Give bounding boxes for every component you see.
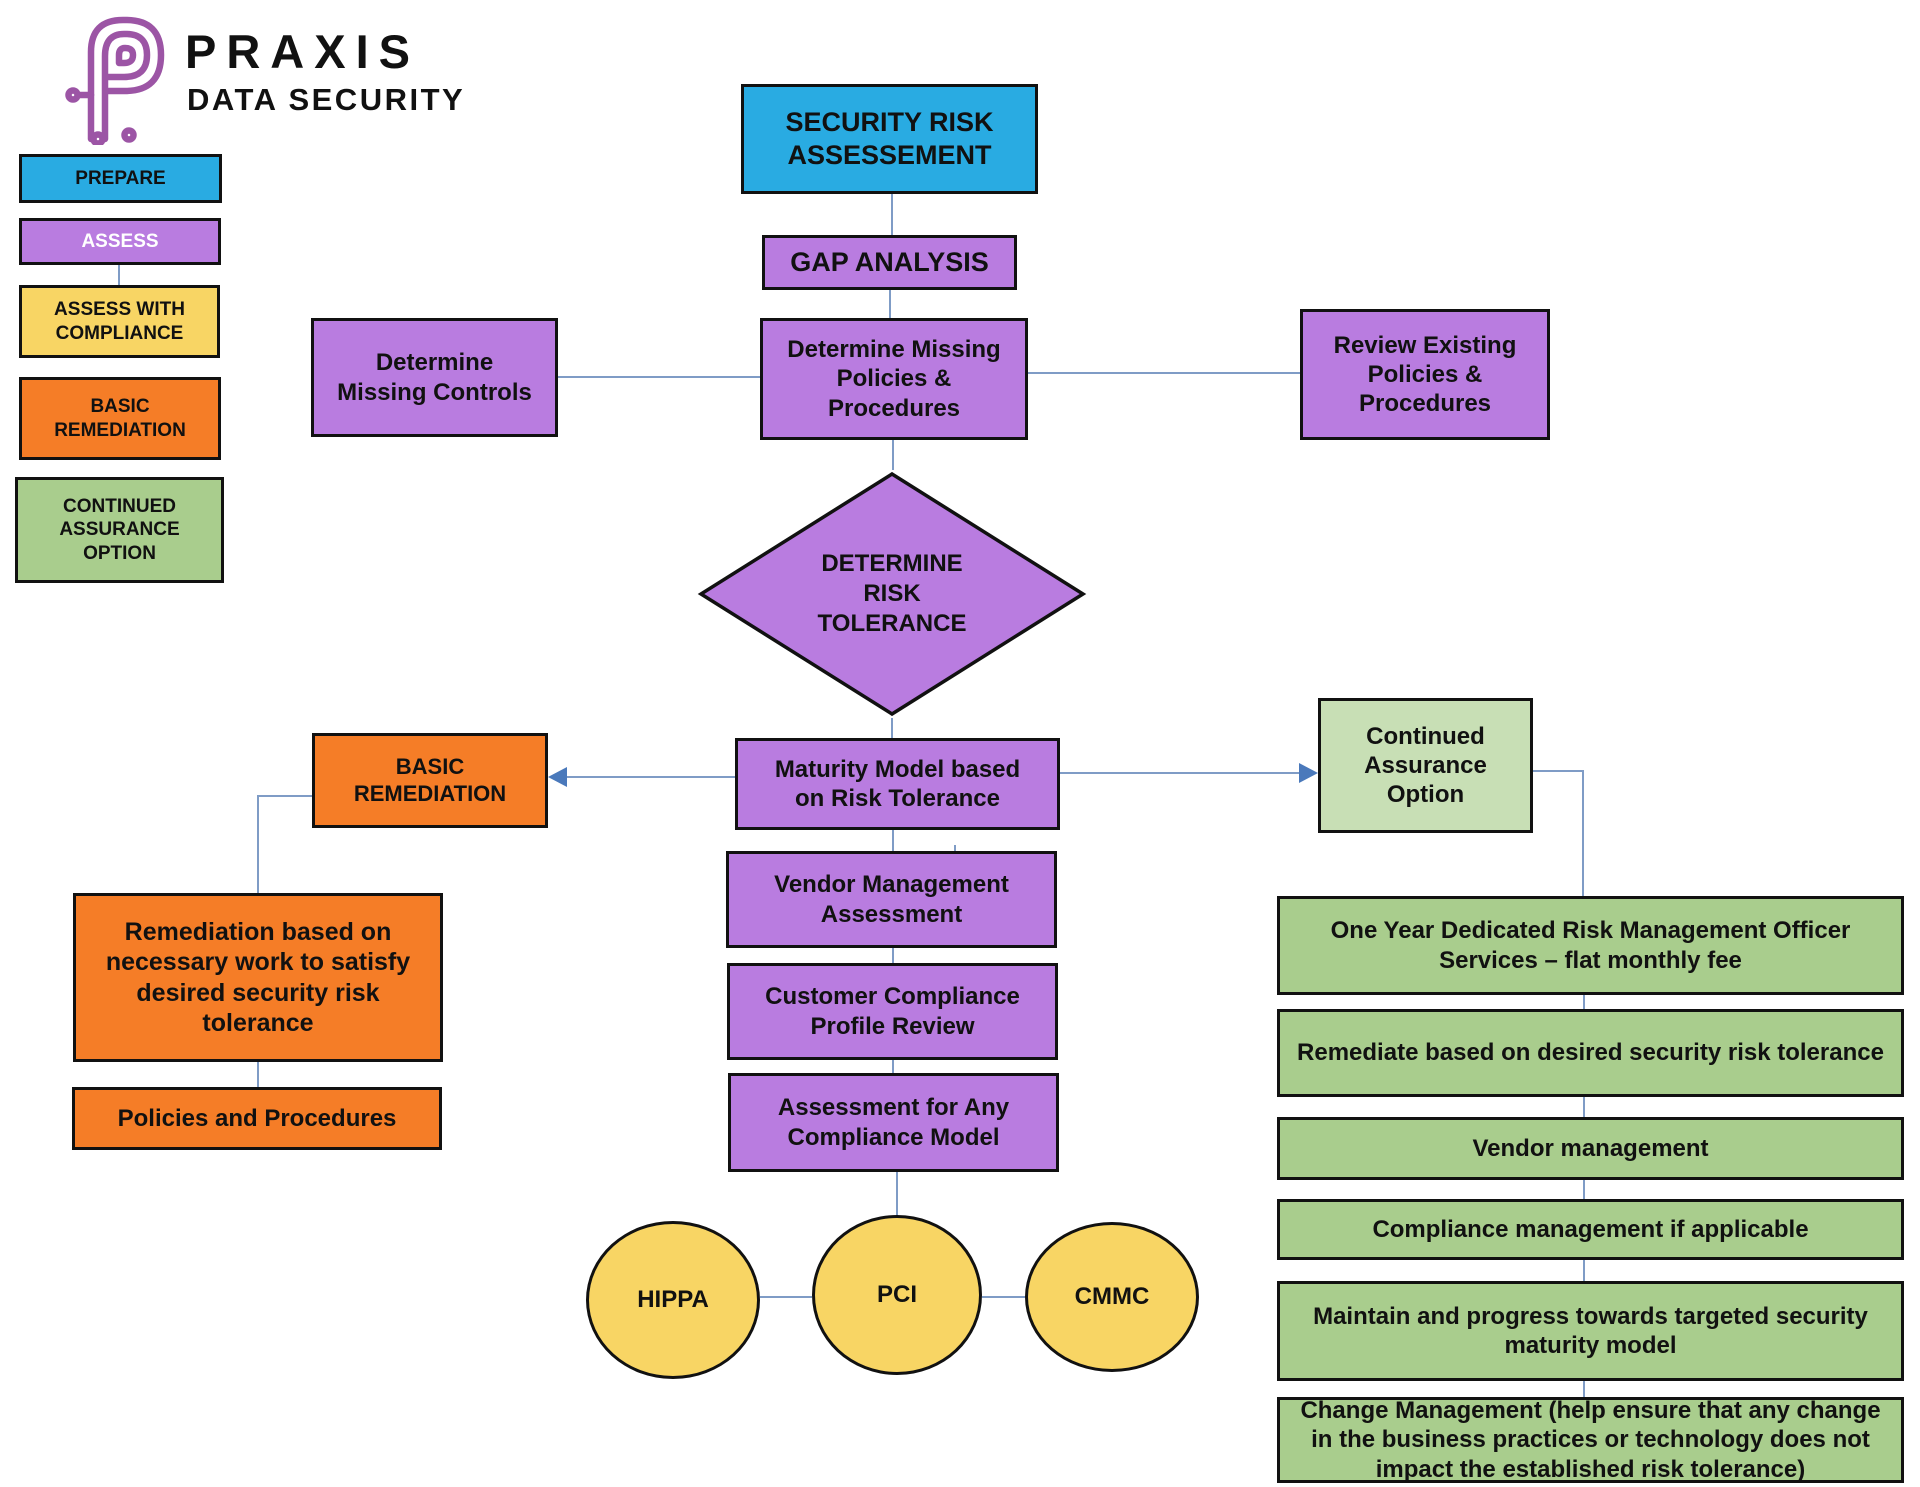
legend-assess-with-compliance: ASSESS WITH COMPLIANCE <box>19 285 220 358</box>
connector-ccp-afa <box>892 1060 894 1073</box>
diamond-shape <box>697 471 1087 717</box>
node-policies-and-procedures: Policies and Procedures <box>72 1087 442 1150</box>
connector-mm-br <box>566 776 735 778</box>
connector-stack-2-3 <box>1583 1180 1585 1199</box>
connector-br-elbow-h <box>258 795 312 797</box>
connector-legend-stub <box>118 265 120 285</box>
logo: PRAXIS DATA SECURITY <box>50 6 630 151</box>
connector-stack-3-4 <box>1583 1260 1585 1281</box>
node-maturity-model: Maturity Model based on Risk Tolerance <box>735 738 1060 830</box>
node-determine-risk-tolerance: DETERMINE RISK TOLERANCE <box>697 470 1087 718</box>
connector-dmc-dmp <box>558 376 760 378</box>
legend-continued-assurance-option: CONTINUED ASSURANCE OPTION <box>15 477 224 583</box>
arrowhead-to-basic-remediation <box>548 767 567 787</box>
node-basic-remediation: BASIC REMEDIATION <box>312 733 548 828</box>
node-security-risk-assessment: SECURITY RISK ASSESSEMENT <box>741 84 1038 194</box>
stack-vendor-management: Vendor management <box>1277 1117 1904 1180</box>
node-review-existing-policies: Review Existing Policies & Procedures <box>1300 309 1550 440</box>
connector-cao-elbow-v <box>1582 770 1584 896</box>
connector-hippa-pci <box>760 1296 812 1298</box>
connector-mm-vma <box>892 830 894 851</box>
arrowhead-to-continued-assurance <box>1299 763 1318 783</box>
stack-maintain-progress: Maintain and progress towards targeted s… <box>1277 1281 1904 1381</box>
legend-prepare: PREPARE <box>19 154 222 203</box>
connector-diamond-mm <box>891 718 893 738</box>
connector-br-elbow-v <box>257 795 259 893</box>
node-cmmc: CMMC <box>1025 1222 1199 1372</box>
brand-name: PRAXIS <box>185 25 420 78</box>
connector-stack-0-1 <box>1583 995 1585 1009</box>
stack-one-year-officer: One Year Dedicated Risk Management Offic… <box>1277 896 1904 995</box>
connector-gap-dmp <box>889 290 891 318</box>
node-remediation-detail: Remediation based on necessary work to s… <box>73 893 443 1062</box>
legend-assess: ASSESS <box>19 218 221 265</box>
connector-rem-pp <box>257 1062 259 1087</box>
connector-mm-cao <box>1060 772 1302 774</box>
node-customer-compliance-profile-review: Customer Compliance Profile Review <box>727 963 1058 1060</box>
node-determine-missing-controls: Determine Missing Controls <box>311 318 558 437</box>
connector-sra-gap <box>891 194 893 235</box>
connector-cao-elbow-h <box>1533 770 1583 772</box>
connector-dmp-diamond <box>892 440 894 470</box>
stack-compliance-management: Compliance management if applicable <box>1277 1199 1904 1260</box>
legend-basic-remediation: BASIC REMEDIATION <box>19 377 221 460</box>
praxis-logo-icon <box>65 16 165 145</box>
node-gap-analysis: GAP ANALYSIS <box>762 235 1017 290</box>
node-pci: PCI <box>812 1215 982 1375</box>
stack-change-management: Change Management (help ensure that any … <box>1277 1397 1904 1483</box>
connector-pci-cmmc <box>982 1296 1025 1298</box>
node-continued-assurance-option: Continued Assurance Option <box>1318 698 1533 833</box>
node-hippa: HIPPA <box>586 1221 760 1379</box>
node-vendor-management-assessment: Vendor Management Assessment <box>726 851 1057 948</box>
connector-stack-4-5 <box>1583 1381 1585 1397</box>
connector-afa-pci <box>896 1172 898 1217</box>
brand-tagline: DATA SECURITY <box>187 82 466 117</box>
connector-vma-ccp <box>892 948 894 963</box>
node-determine-missing-policies: Determine Missing Policies & Procedures <box>760 318 1028 440</box>
node-assessment-for-any-compliance-model: Assessment for Any Compliance Model <box>728 1073 1059 1172</box>
stack-remediate-tolerance: Remediate based on desired security risk… <box>1277 1009 1904 1097</box>
connector-stack-1-2 <box>1583 1097 1585 1117</box>
connector-dmp-rep <box>1028 372 1300 374</box>
